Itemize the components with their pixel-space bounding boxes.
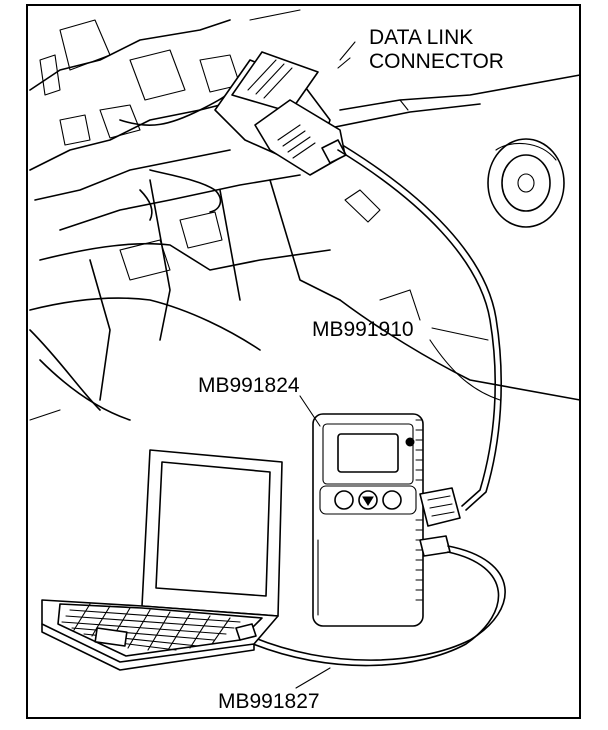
- cable-mb991827: [249, 545, 506, 661]
- connector-leader-line: [339, 41, 356, 61]
- tester-left-button: [334, 490, 354, 510]
- data-link-connector-label-line1: DATA LINK: [369, 26, 473, 49]
- tester-unit: [312, 413, 461, 627]
- mb991910-leader-line: [431, 327, 489, 341]
- mb991827-leader-line: [295, 667, 331, 689]
- vehicle-underdash-illustration: [29, 9, 581, 421]
- laptop-computer: [41, 449, 283, 671]
- cable-mb991910-label: MB991910: [312, 318, 414, 341]
- figure-frame: [26, 4, 581, 719]
- cable-mb991910: [337, 149, 497, 507]
- data-link-connector: [214, 51, 347, 176]
- cable-mb991827-label: MB991827: [218, 690, 320, 713]
- round-vent-icon: [487, 138, 565, 228]
- tester-mb991824-label: MB991824: [198, 374, 300, 397]
- mb991824-leader-line: [299, 395, 321, 427]
- tester-right-button: [382, 490, 402, 510]
- data-link-connector-label-line2: CONNECTOR: [369, 50, 504, 73]
